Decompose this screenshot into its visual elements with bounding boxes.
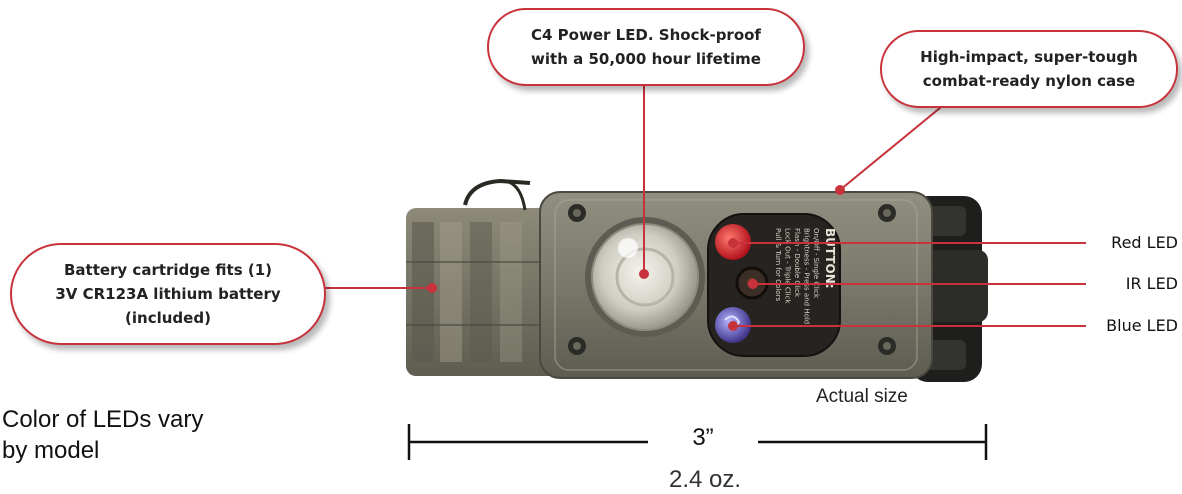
note-line: by model — [2, 437, 100, 464]
note-line: Color of LEDs vary — [2, 406, 204, 433]
length-label: 3” — [648, 424, 758, 452]
instructions-heading: BUTTON: — [823, 228, 837, 289]
case-pointer-dot — [835, 185, 845, 195]
flashlight-body: BUTTON: On/Off - Single ClickBrightness … — [539, 191, 933, 379]
callout-line: (included) — [125, 309, 211, 327]
screw-icon — [878, 337, 896, 355]
callout-line: with a 50,000 hour lifetime — [531, 50, 761, 68]
actual-size-label: Actual size — [816, 386, 908, 407]
screw-icon — [878, 204, 896, 222]
battery-pointer-dot — [427, 283, 437, 293]
blue-led-label: Blue LED — [1106, 316, 1178, 335]
red-led-label: Red LED — [1111, 233, 1178, 252]
instruction-line: Lock Out - Triple Click — [784, 228, 792, 304]
c4-pointer-dot — [639, 269, 649, 279]
callout-line: C4 Power LED. Shock-proof — [531, 26, 761, 44]
case-pointer-line — [839, 102, 947, 191]
instruction-line: Flash - Double Click — [793, 228, 801, 298]
callout-pointers — [322, 82, 1086, 331]
screw-icon — [568, 204, 586, 222]
screw-icon — [568, 337, 586, 355]
battery-callout: Battery cartridge fits (1) 3V CR123A lit… — [10, 243, 326, 345]
callout-line: combat-ready nylon case — [922, 72, 1136, 90]
nylon-case-callout: High-impact, super-tough combat-ready ny… — [880, 30, 1178, 108]
led-color-note: Color of LEDs vary by model — [2, 404, 203, 466]
instruction-line: Brightness - Press and Hold — [803, 228, 811, 324]
callout-line: 3V CR123A lithium battery — [55, 285, 281, 303]
callout-line: High-impact, super-tough — [920, 48, 1138, 66]
battery-cap — [406, 178, 558, 376]
c4-led-callout: C4 Power LED. Shock-proof with a 50,000 … — [487, 8, 805, 86]
instruction-line: On/Off - Single Click — [812, 228, 820, 299]
ir-led-label: IR LED — [1125, 274, 1178, 293]
weight-label: 2.4 oz. — [668, 466, 742, 493]
callout-line: Battery cartridge fits (1) — [63, 261, 273, 279]
instruction-line: Pull & Turn for Colors — [774, 228, 782, 302]
